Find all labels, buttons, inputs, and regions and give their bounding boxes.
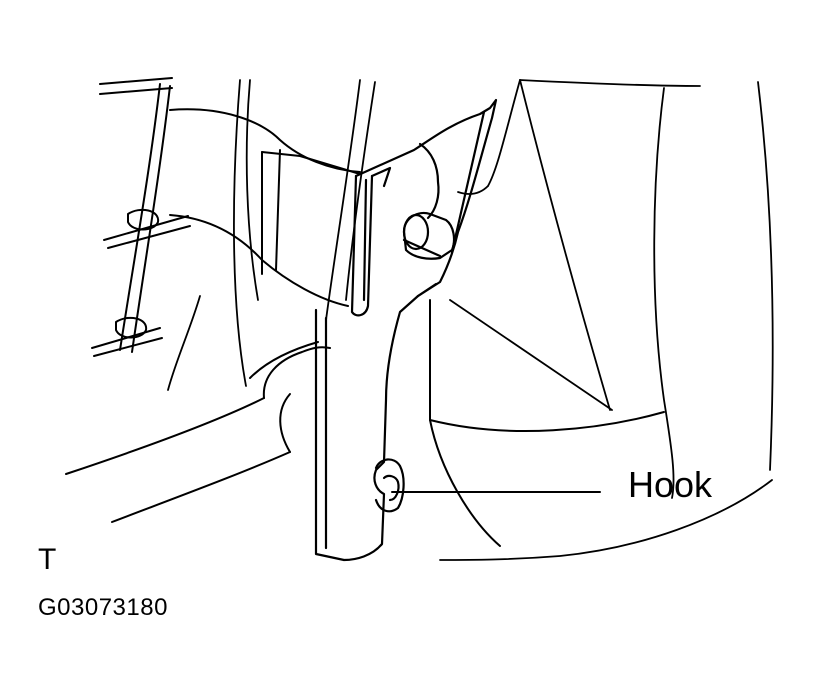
cushion-strap bbox=[169, 108, 361, 307]
side-member-plate bbox=[429, 299, 665, 547]
seat-contours bbox=[167, 79, 774, 561]
hook-bracket bbox=[314, 98, 498, 562]
figure-code: G03073180 bbox=[38, 594, 168, 621]
corner-mark: T bbox=[38, 543, 57, 576]
bolt-icon bbox=[402, 211, 456, 260]
tube-frame bbox=[65, 341, 331, 523]
hook-callout-label: Hook bbox=[628, 464, 713, 505]
hook-icon bbox=[374, 458, 405, 513]
seat-frame-rods bbox=[91, 77, 191, 357]
